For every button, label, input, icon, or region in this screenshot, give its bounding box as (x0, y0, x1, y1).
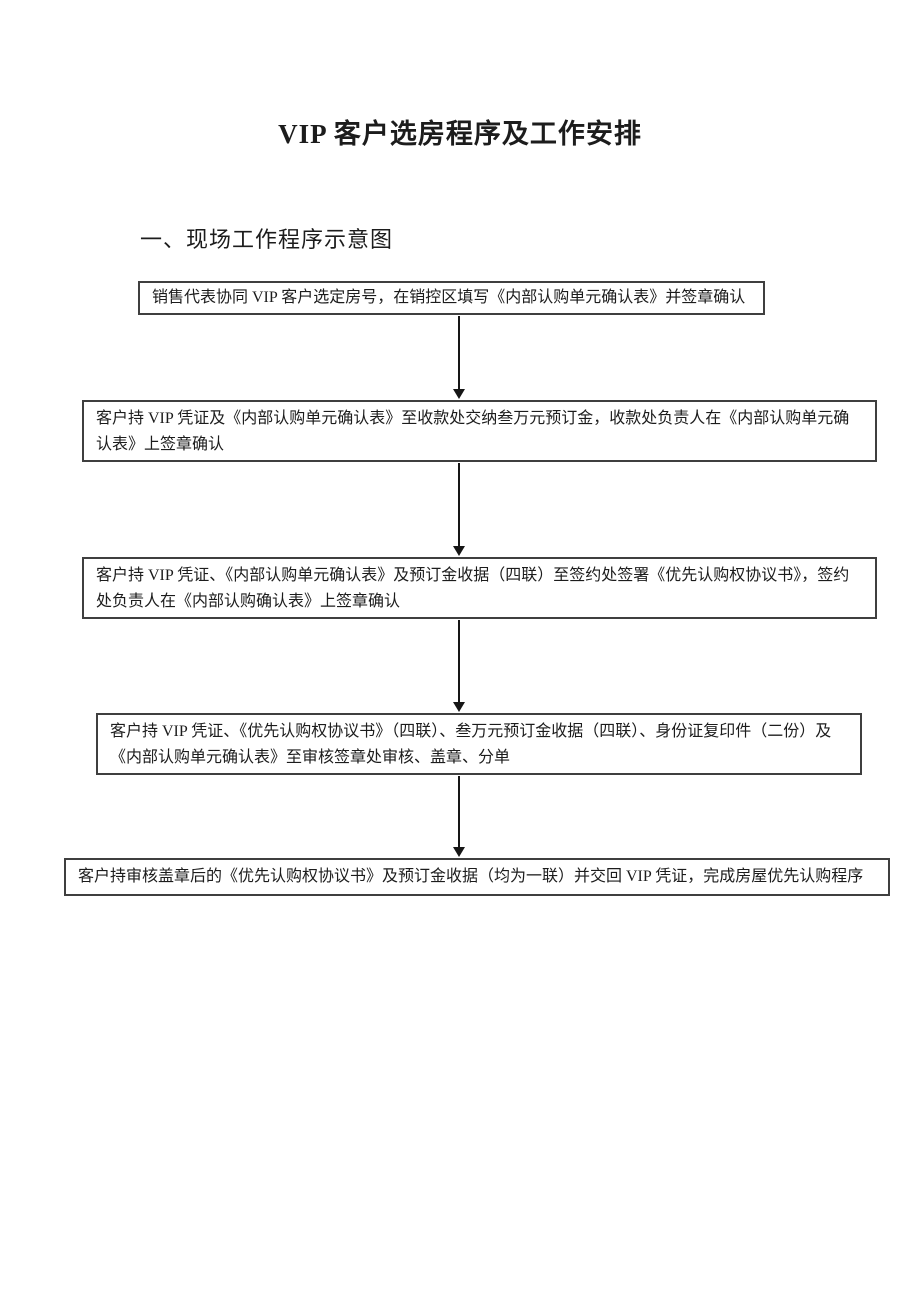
down-arrow-icon-4 (452, 776, 465, 857)
flow-step-3: 客户持 VIP 凭证、《内部认购单元确认表》及预订金收据（四联）至签约处签署《优… (82, 557, 877, 619)
arrow-head (452, 702, 465, 712)
down-arrow-icon-2 (452, 463, 465, 556)
arrow-line (457, 316, 460, 389)
down-arrow-icon-3 (452, 620, 465, 712)
document-title: VIP 客户选房程序及工作安排 (278, 119, 642, 149)
flow-step-4: 客户持 VIP 凭证、《优先认购权协议书》（四联）、叁万元预订金收据（四联）、身… (96, 713, 862, 775)
arrow-head (452, 546, 465, 556)
arrow-line (457, 620, 460, 702)
arrow-line (457, 776, 460, 847)
down-arrow-icon-1 (452, 316, 465, 399)
flow-step-2: 客户持 VIP 凭证及《内部认购单元确认表》至收款处交纳叁万元预订金，收款处负责… (82, 400, 877, 462)
section-heading: 一、现场工作程序示意图 (140, 227, 394, 252)
flow-step-1: 销售代表协同 VIP 客户选定房号，在销控区填写《内部认购单元确认表》并签章确认 (138, 281, 765, 315)
arrow-head (452, 389, 465, 399)
flow-step-5: 客户持审核盖章后的《优先认购权协议书》及预订金收据（均为一联）并交回 VIP 凭… (64, 858, 890, 896)
arrow-head (452, 847, 465, 857)
arrow-line (457, 463, 460, 546)
